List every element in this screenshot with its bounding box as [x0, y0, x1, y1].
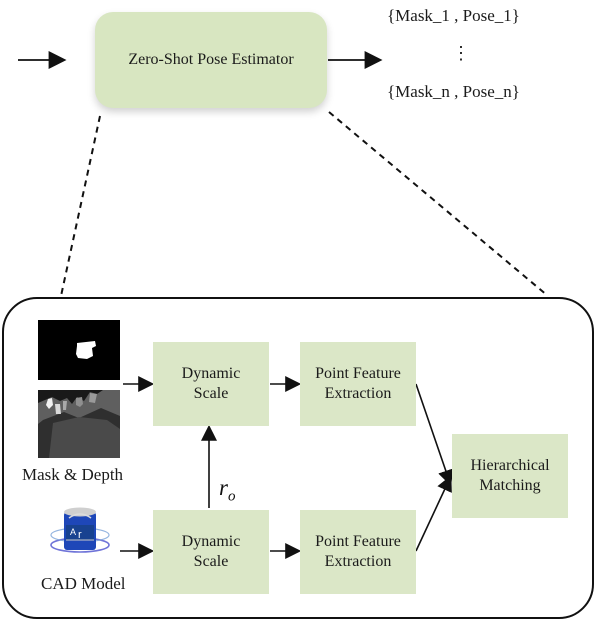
cad-model-label: CAD Model: [41, 574, 126, 593]
cad-model-image: A r: [50, 507, 110, 553]
top-point-feature-line2: Extraction: [324, 385, 392, 402]
top-dynamic-scale-line1: Dynamic: [181, 365, 241, 382]
output-ellipsis: ⋮: [452, 43, 470, 63]
bottom-point-feature-line2: Extraction: [324, 553, 392, 570]
hierarchical-matching-box: Hierarchical Matching: [452, 434, 568, 518]
bottom-dynamic-scale-line2: Scale: [193, 553, 229, 570]
top-point-feature-box: Point Feature Extraction: [300, 342, 416, 426]
top-feature-to-matching-arrow: [415, 383, 454, 487]
bottom-dynamic-scale-box: Dynamic Scale: [153, 510, 269, 594]
bottom-dynamic-scale-line1: Dynamic: [181, 533, 241, 550]
zero-shot-pose-estimator-box: Zero-Shot Pose Estimator: [95, 12, 327, 108]
svg-text:r: r: [78, 529, 82, 541]
mask-image: [38, 320, 120, 380]
bottom-feature-to-matching-arrow: [415, 475, 452, 552]
right-zoom-dashed-line: [328, 111, 549, 297]
r-sub-o-label: ro: [219, 475, 235, 506]
r-label-subscript: o: [227, 488, 236, 505]
top-point-feature-line1: Point Feature: [315, 365, 401, 382]
mask-depth-label: Mask & Depth: [22, 465, 124, 484]
depth-image: [38, 390, 120, 458]
r-label-base: r: [219, 475, 228, 500]
left-zoom-dashed-line: [60, 115, 101, 297]
zero-shot-pose-estimator-label: Zero-Shot Pose Estimator: [128, 51, 294, 68]
hierarchical-matching-line1: Hierarchical: [470, 457, 550, 474]
output-last-label: {Mask_n , Pose_n}: [387, 82, 520, 101]
top-dynamic-scale-box: Dynamic Scale: [153, 342, 269, 426]
top-dynamic-scale-line2: Scale: [193, 385, 229, 402]
output-first-label: {Mask_1 , Pose_1}: [387, 6, 520, 25]
bottom-point-feature-line1: Point Feature: [315, 533, 401, 550]
hierarchical-matching-line2: Matching: [479, 477, 541, 494]
svg-text:A: A: [70, 527, 76, 537]
bottom-point-feature-box: Point Feature Extraction: [300, 510, 416, 594]
